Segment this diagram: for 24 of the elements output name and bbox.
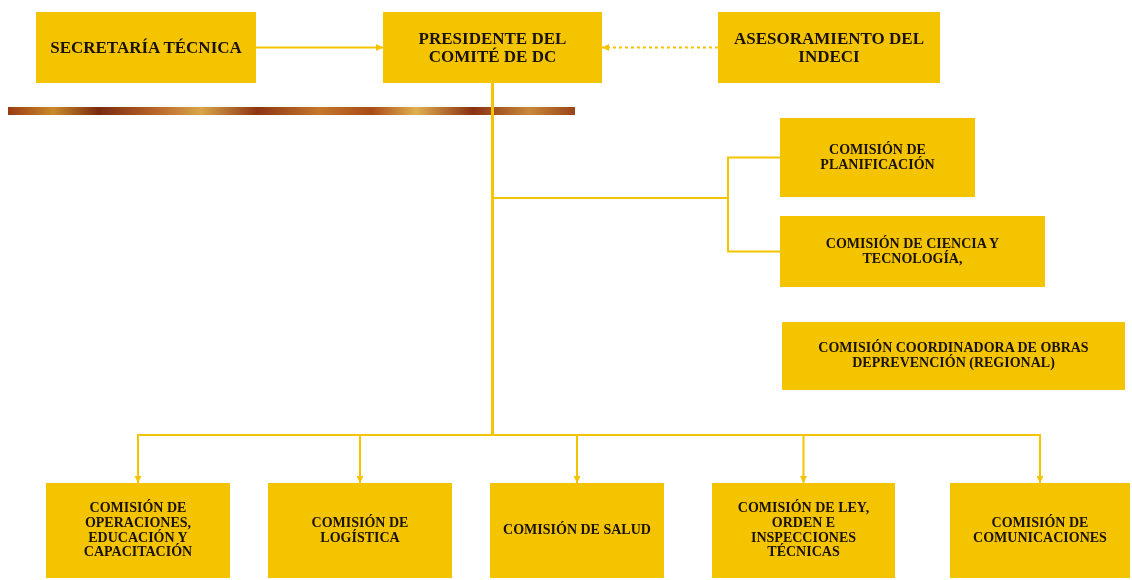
committee-box [950,483,1130,578]
arrow [255,44,384,51]
committee-box [712,483,895,578]
box-label: COMISIÓN COORDINADORA DE OBRAS DEPREVENCIÓN (REGIONAL) [817,341,1090,371]
box-label: ASESORAMIENTO DEL INDECI [732,29,925,66]
committee-box [490,483,664,578]
committee-box [782,322,1125,390]
box-label: COMISIÓN DE COMUNICACIONES [972,515,1108,546]
committee-box [780,118,975,197]
box-label: COMISIÓN DE LOGÍSTICA [310,515,410,546]
committee-box [780,216,1045,287]
box-label: COMISIÓN DE PLANIFICACIÓN [819,142,936,173]
box-label: COMISIÓN DE CIENCIA Y TECNOLOGÍA, [824,236,1001,267]
dashed-arrow [601,44,719,51]
box-label: PRESIDENTE DEL COMITÉ DE DC [417,29,568,66]
box-label: COMISIÓN DE SALUD [503,523,651,538]
committee-box [718,12,940,83]
box-label: COMISIÓN DE OPERACIONES, EDUCACIÓN Y CAPACITACIÓN [82,501,194,560]
box-label: SECRETARÍA TÉCNICA [50,38,242,57]
committee-box [268,483,452,578]
box-label: COMISIÓN DE LEY, ORDEN E INSPECCIONES TÉCNICAS [736,501,871,560]
committee-box [36,12,256,83]
committee-box [46,483,230,578]
committee-box [383,12,602,83]
